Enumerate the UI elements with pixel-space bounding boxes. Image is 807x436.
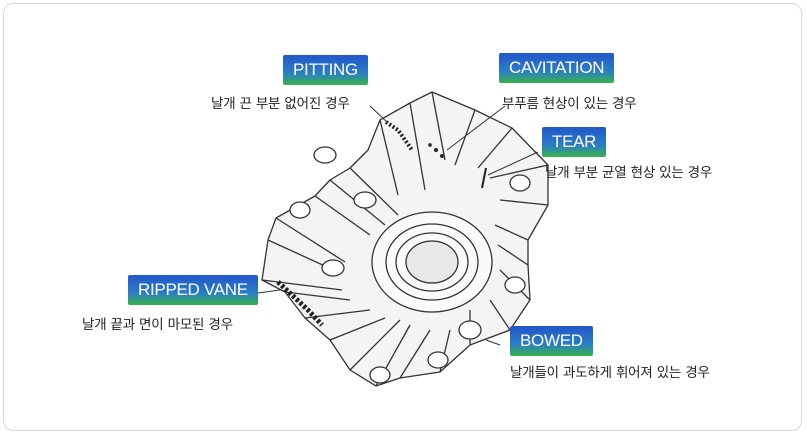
cavitation-description: 부푸름 현상이 있는 경우 — [502, 96, 637, 112]
leader-pitting — [369, 105, 389, 124]
vane-11 — [477, 127, 549, 179]
tear-badge: TEAR — [542, 127, 607, 157]
leader-bowed — [485, 339, 501, 346]
ripped-vane-description: 날개 끝과 면이 마모된 경우 — [82, 317, 233, 333]
leader-ripped — [257, 289, 281, 294]
pitting-badge: PITTING — [283, 55, 368, 85]
ripped-mark — [276, 280, 324, 327]
vane-10 — [494, 199, 549, 241]
vane-12 — [454, 109, 476, 166]
ripped-vane-badge: RIPPED VANE — [128, 275, 258, 305]
vane-1 — [379, 91, 446, 196]
bowed-description: 날개들이 과도하게 휘어져 있는 경우 — [510, 365, 710, 381]
cavitation-badge: CAVITATION — [499, 53, 615, 83]
leader-tear — [487, 151, 539, 176]
hub-ring — [385, 223, 479, 301]
hub-bore — [405, 240, 459, 284]
hub-ring-inner — [395, 232, 469, 292]
bowed-badge: BOWED — [510, 326, 593, 356]
tear-mark — [481, 167, 487, 189]
pitting-mark — [384, 120, 414, 152]
leader-cavitation — [446, 105, 506, 151]
tear-description: 날개 부분 균열 현상 있는 경우 — [545, 165, 713, 181]
vane-4 — [261, 279, 351, 301]
pitting-description: 날개 끈 부분 없어진 경우 — [211, 96, 350, 112]
